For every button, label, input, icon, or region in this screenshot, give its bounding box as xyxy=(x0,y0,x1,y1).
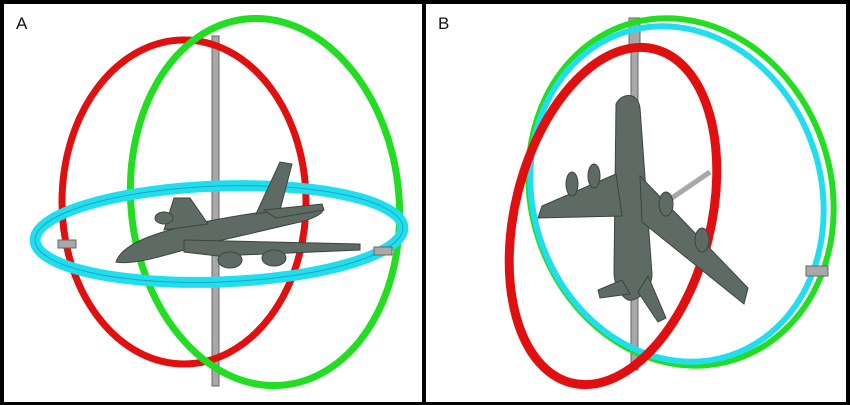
gimbal-panel-b: B xyxy=(426,4,846,402)
red-gimbal-ring xyxy=(58,36,310,368)
airplane-icon xyxy=(537,95,749,323)
cyan-gimbal-ring xyxy=(527,23,827,365)
pivot-stub-right xyxy=(805,265,829,277)
diagonal-strut xyxy=(664,169,712,205)
green-gimbal-ring xyxy=(126,14,404,390)
panel-label-b: B xyxy=(438,14,450,33)
airplane-icon xyxy=(115,161,361,269)
gimbal-diagram-a xyxy=(29,14,409,390)
vertical-axle xyxy=(211,35,220,387)
panel-label-a: A xyxy=(16,14,28,33)
gimbal-diagram-b xyxy=(504,15,837,390)
pivot-stub-left xyxy=(57,239,77,249)
pivot-stub-right xyxy=(373,246,393,256)
gimbal-panel-a: A xyxy=(4,4,422,402)
